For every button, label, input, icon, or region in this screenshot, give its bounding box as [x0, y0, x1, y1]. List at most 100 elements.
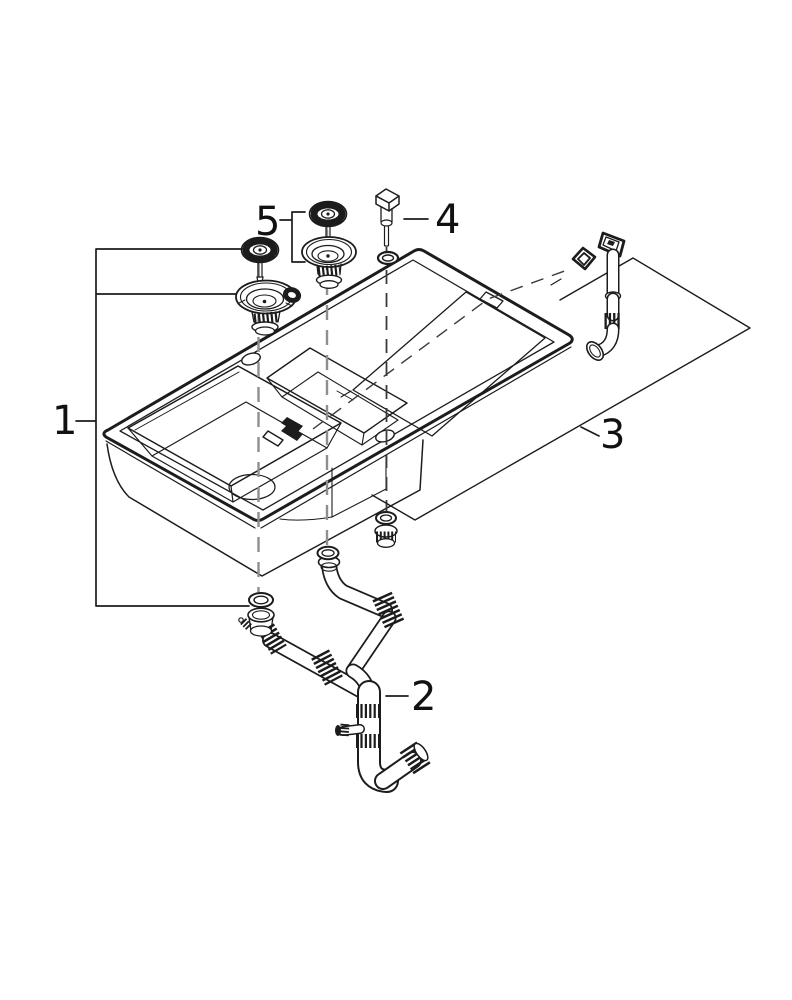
small-bowl-wall-edges: [266, 377, 365, 446]
pipe-spigot-fill: [339, 725, 364, 735]
basket-strainer-main: [235, 236, 302, 336]
clip-plate-lower: [281, 425, 303, 441]
callout-2-label: 2: [411, 674, 436, 720]
overflow-pipe: [585, 248, 622, 361]
under-sink-fittings: [248, 511, 398, 608]
drain-pipework: [238, 555, 432, 793]
callout-5-bracket: [279, 211, 306, 263]
sink-rim-inner: [119, 259, 555, 511]
pipe-branch-fill: [347, 612, 395, 677]
drainer-o-ring: [375, 511, 397, 525]
basket-floor: [317, 250, 339, 262]
sink-rim-thickness-left: [105, 440, 256, 529]
small-bowl-crease: [336, 390, 354, 401]
overflow-clip: [262, 417, 303, 447]
o-ring-outer: [316, 545, 340, 561]
drainer-locknut: [374, 524, 398, 548]
callout-1-label: 1: [52, 398, 77, 444]
smallbowl-flange-inner: [320, 562, 338, 572]
o-ring-inner: [321, 549, 335, 557]
knob-knurl: [284, 288, 300, 302]
callout-3: 3: [580, 412, 625, 458]
main-bowl: [127, 365, 342, 503]
sink-underbody-detail: [279, 454, 387, 521]
spigot-cap: [335, 725, 341, 736]
gasket-outer: [571, 246, 597, 271]
callout-1: 1: [52, 248, 250, 607]
sink-rim-outer: [102, 248, 574, 522]
bolt-o-ring: [376, 250, 400, 266]
sink-rim-thickness-right: [260, 346, 572, 529]
tailpiece-base: [249, 625, 273, 637]
basket-rim-ticks: [238, 299, 293, 307]
bolt-stem: [383, 226, 390, 247]
basket-tail: [254, 326, 276, 336]
basket-skirt: [251, 310, 281, 323]
plug-flutes: [242, 237, 278, 263]
plug-flutes: [310, 201, 346, 227]
callout-1-bracket: [75, 248, 250, 607]
callout-4-label: 4: [435, 197, 460, 243]
overflow-slot: [479, 291, 504, 309]
elbow-mouth-inner: [589, 344, 601, 358]
pipe-outlet-fill: [376, 753, 420, 788]
callout-4: 4: [403, 197, 460, 243]
main-bowl-drain-hole: [228, 473, 276, 501]
basket-bowl: [311, 244, 345, 264]
callout-3-label: 3: [600, 412, 625, 458]
basket-floor: [252, 294, 277, 308]
coupling-smallbowl: [372, 591, 405, 630]
strainer5-basket: [301, 236, 357, 289]
smallbowl-o-ring: [316, 545, 340, 561]
tailpiece-throat: [251, 610, 271, 620]
o-ring-outer: [376, 250, 400, 266]
plug-dot: [258, 248, 262, 252]
drainer-accent-dashes: [340, 278, 562, 398]
bolt-shank: [380, 207, 393, 222]
o-ring-outer: [248, 592, 274, 608]
callout-3-leader: [580, 426, 600, 437]
strainer5-plug: [308, 200, 348, 250]
basket-rim-inner: [305, 238, 353, 266]
o-ring-inner: [381, 254, 395, 262]
elbow-mouth-outer: [585, 341, 605, 361]
outlet-mouth: [413, 742, 429, 762]
strainer-plug: [240, 236, 280, 284]
basket-dot: [326, 254, 330, 258]
tailpiece-flange: [247, 607, 275, 623]
mainbowl-tailpiece: [238, 607, 275, 637]
overflow-gasket: [571, 246, 597, 271]
tap-hole: [241, 352, 261, 366]
plate-slot: [607, 240, 615, 246]
drainer-outline: [352, 291, 546, 437]
basket-dot: [262, 299, 267, 304]
tailpiece-clamp-screw: [240, 618, 253, 631]
callout-5: 5: [255, 199, 306, 263]
o-ring-outer: [375, 511, 397, 525]
o-ring-inner: [379, 514, 393, 522]
pipe-long-fill: [263, 633, 369, 698]
clamp-screw-head: [238, 617, 244, 623]
basket-strainer-set: [301, 200, 357, 289]
clip-plate-upper: [281, 417, 303, 433]
sink-body: [102, 248, 574, 577]
small-bowl-floor: [281, 371, 399, 446]
sink-underbody: [106, 439, 424, 577]
mainbowl-o-ring: [248, 592, 274, 608]
basket-skirt-ribs: [317, 264, 341, 278]
mounting-bolt: [375, 188, 400, 266]
coupling-mid: [311, 649, 343, 686]
plug-dot: [326, 212, 330, 216]
basket-knob: [282, 287, 302, 303]
basket-tail: [319, 280, 339, 289]
callout-2: 2: [385, 674, 436, 720]
clip-cover-plate: [262, 430, 284, 447]
callout-5-label: 5: [255, 199, 280, 245]
callouts: 1 2 3 4 5: [52, 197, 625, 720]
main-bowl-ledge: [134, 371, 240, 431]
locknut-base: [376, 538, 396, 548]
basket-bowl: [245, 288, 285, 310]
